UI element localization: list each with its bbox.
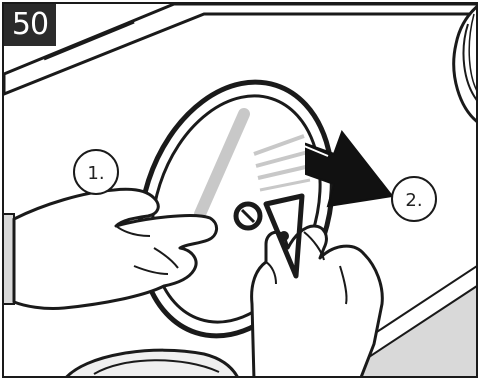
step-number-badge: 50 <box>4 4 56 46</box>
instruction-illustration: 1. 2. <box>4 4 478 378</box>
callout-1-label: 1. <box>87 163 104 184</box>
callout-2: 2. <box>392 177 436 221</box>
illustration-frame: 50 <box>2 2 478 378</box>
callout-2-label: 2. <box>405 190 422 211</box>
callout-1: 1. <box>74 150 118 194</box>
